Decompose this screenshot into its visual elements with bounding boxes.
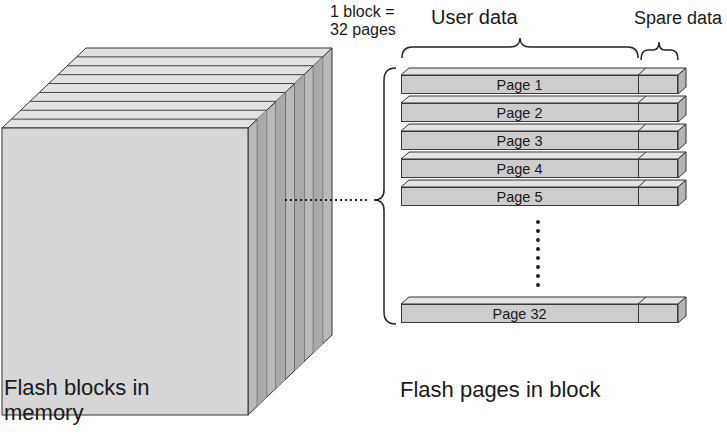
user-data-brace	[402, 38, 638, 58]
bar-divider-top	[638, 180, 646, 187]
page-bracket	[374, 68, 396, 324]
bar-divider-top	[638, 124, 646, 131]
dot	[536, 229, 540, 233]
slice-edge	[49, 83, 295, 84]
bar-end	[678, 180, 686, 206]
ellipsis-dots	[536, 220, 540, 287]
slice-edge	[67, 65, 313, 66]
spare-divider	[638, 104, 639, 121]
spare-data-brace	[641, 42, 678, 60]
spare-divider	[638, 305, 639, 322]
cube-caption: Flash blocks in memory	[4, 376, 219, 425]
dotted-leader	[285, 199, 368, 201]
spare-divider	[638, 188, 639, 205]
page-label: Page 4	[402, 161, 637, 177]
slice-edge	[77, 56, 323, 57]
page-bar: Page 5	[401, 187, 678, 206]
slice-edge	[58, 74, 304, 75]
slice-edge	[39, 92, 285, 93]
bar-end	[678, 152, 686, 178]
bar-divider-top	[638, 68, 646, 75]
page-label: Page 5	[402, 189, 637, 205]
spare-data-label: Spare data	[634, 8, 722, 28]
dot	[536, 247, 540, 251]
page-label: Page 1	[402, 77, 637, 93]
slice-edge	[30, 101, 276, 102]
dot	[536, 220, 540, 224]
bar-divider-top	[638, 297, 646, 304]
bar-end	[678, 68, 686, 94]
page-bar: Page 32	[401, 304, 678, 323]
cube-front	[2, 128, 248, 415]
slice-edge	[21, 110, 267, 111]
slice-shade	[276, 92, 285, 388]
dot	[536, 283, 540, 287]
page-bar: Page 4	[401, 159, 678, 178]
page-label: Page 3	[402, 133, 637, 149]
slice-shade	[295, 75, 304, 371]
dot	[536, 274, 540, 278]
page-bar: Page 1	[401, 75, 678, 94]
user-data-label: User data	[431, 6, 518, 28]
dot	[536, 265, 540, 269]
bar-top	[401, 124, 686, 131]
bar-top	[401, 152, 686, 159]
slice-edge	[11, 119, 257, 120]
dot	[536, 256, 540, 260]
spare-divider	[638, 132, 639, 149]
bar-end	[678, 297, 686, 323]
page-bar-faces	[401, 68, 686, 323]
spare-divider	[638, 76, 639, 93]
spare-divider	[638, 160, 639, 177]
dot	[536, 238, 540, 242]
slice-shade	[257, 110, 266, 406]
page-bar: Page 3	[401, 131, 678, 150]
block-size-note: 1 block = 32 pages	[330, 3, 414, 39]
slice-shade	[313, 57, 322, 353]
pages-caption: Flash pages in block	[400, 378, 601, 403]
flash-block-cube	[2, 48, 332, 415]
bar-end	[678, 96, 686, 122]
bar-divider-top	[638, 152, 646, 159]
page-label: Page 32	[402, 306, 637, 322]
page-label: Page 2	[402, 105, 637, 121]
page-bar: Page 2	[401, 103, 678, 122]
bar-top	[401, 96, 686, 103]
bar-top	[401, 180, 686, 187]
bar-end	[678, 124, 686, 150]
bar-top	[401, 297, 686, 304]
bar-divider-top	[638, 96, 646, 103]
bar-top	[401, 68, 686, 75]
